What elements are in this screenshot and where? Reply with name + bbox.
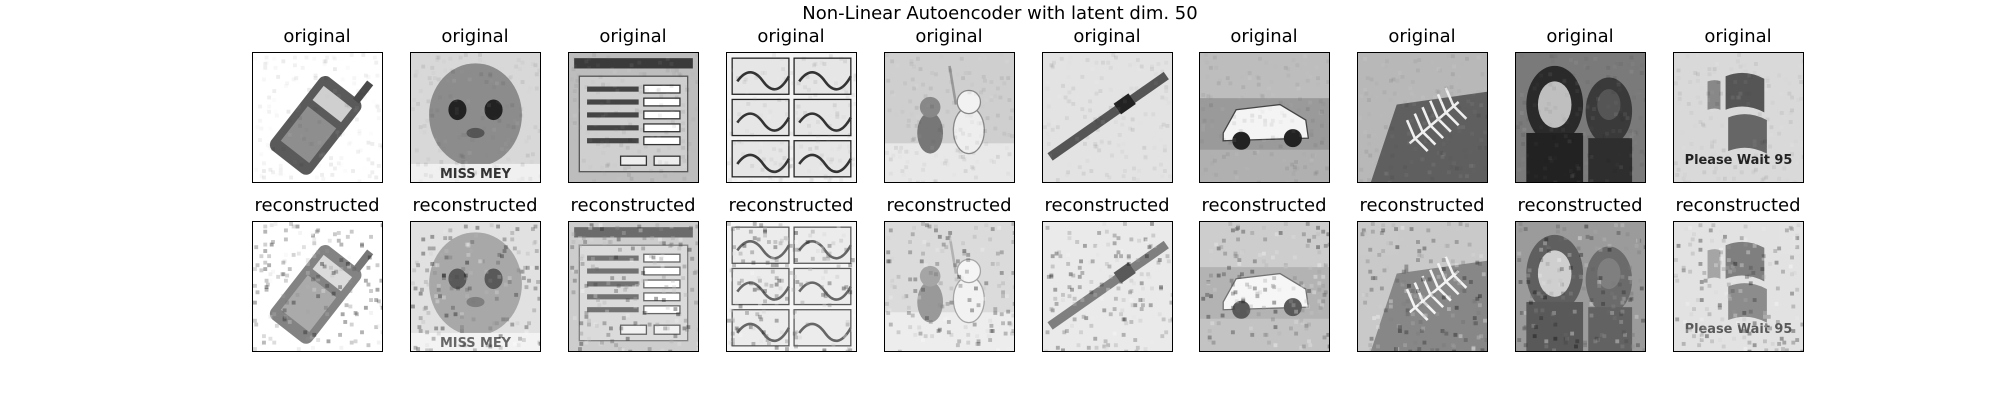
original-image-3 [568, 52, 699, 183]
reconstructed-image-10: Please Wait 95 [1673, 221, 1804, 352]
reconstructed-image-2: MISS MEY [410, 221, 541, 352]
original-image-5 [884, 52, 1015, 183]
fish-skeleton-icon [1358, 53, 1487, 182]
original-image-9 [1515, 52, 1646, 183]
original-title-1: original [283, 26, 351, 47]
comic-page-icon [727, 53, 856, 182]
original-title-6: original [1073, 26, 1141, 47]
figure-title: Non-Linear Autoencoder with latent dim. … [802, 3, 1198, 24]
svg-text:MISS MEY: MISS MEY [440, 336, 512, 351]
original-title-5: original [915, 26, 983, 47]
car-icon [1200, 222, 1329, 351]
dialog-window-icon [569, 222, 698, 351]
reconstructed-title-9: reconstructed [1517, 195, 1643, 216]
pen-icon [1043, 53, 1172, 182]
reconstructed-title-6: reconstructed [1044, 195, 1170, 216]
windows-flag-icon: Please Wait 95 [1674, 53, 1803, 182]
svg-text:Please Wait 95: Please Wait 95 [1685, 322, 1793, 337]
pen-icon [1043, 222, 1172, 351]
fish-skeleton-icon [1358, 222, 1487, 351]
original-image-1 [252, 52, 383, 183]
reconstructed-title-2: reconstructed [412, 195, 538, 216]
dialog-window-icon [569, 53, 698, 182]
original-image-8 [1357, 52, 1488, 183]
reconstructed-image-6 [1042, 221, 1173, 352]
original-image-2: MISS MEY [410, 52, 541, 183]
reconstructed-image-8 [1357, 221, 1488, 352]
reconstructed-image-4 [726, 221, 857, 352]
reconstructed-image-5 [884, 221, 1015, 352]
woman-and-dog-icon [1516, 222, 1645, 351]
original-title-9: original [1546, 26, 1614, 47]
svg-text:Please Wait 95: Please Wait 95 [1685, 153, 1793, 168]
original-title-3: original [599, 26, 667, 47]
animals-scene-icon [885, 222, 1014, 351]
original-title-8: original [1388, 26, 1456, 47]
original-image-4 [726, 52, 857, 183]
original-image-10: Please Wait 95 [1673, 52, 1804, 183]
baby-icon: MISS MEY [411, 53, 540, 182]
reconstructed-title-4: reconstructed [728, 195, 854, 216]
original-title-2: original [441, 26, 509, 47]
car-icon [1200, 53, 1329, 182]
phone-icon [253, 53, 382, 182]
original-title-4: original [757, 26, 825, 47]
reconstructed-title-7: reconstructed [1201, 195, 1327, 216]
original-title-10: original [1704, 26, 1772, 47]
reconstructed-title-10: reconstructed [1675, 195, 1801, 216]
woman-and-dog-icon [1516, 53, 1645, 182]
reconstructed-image-1 [252, 221, 383, 352]
original-title-7: original [1230, 26, 1298, 47]
animals-scene-icon [885, 53, 1014, 182]
reconstructed-image-7 [1199, 221, 1330, 352]
reconstructed-image-3 [568, 221, 699, 352]
reconstructed-image-9 [1515, 221, 1646, 352]
comic-page-icon [727, 222, 856, 351]
baby-icon: MISS MEY [411, 222, 540, 351]
reconstructed-title-1: reconstructed [254, 195, 380, 216]
phone-icon [253, 222, 382, 351]
reconstructed-title-8: reconstructed [1359, 195, 1485, 216]
reconstructed-title-3: reconstructed [570, 195, 696, 216]
original-image-6 [1042, 52, 1173, 183]
original-image-7 [1199, 52, 1330, 183]
reconstructed-title-5: reconstructed [886, 195, 1012, 216]
windows-flag-icon: Please Wait 95 [1674, 222, 1803, 351]
svg-text:MISS MEY: MISS MEY [440, 167, 512, 182]
